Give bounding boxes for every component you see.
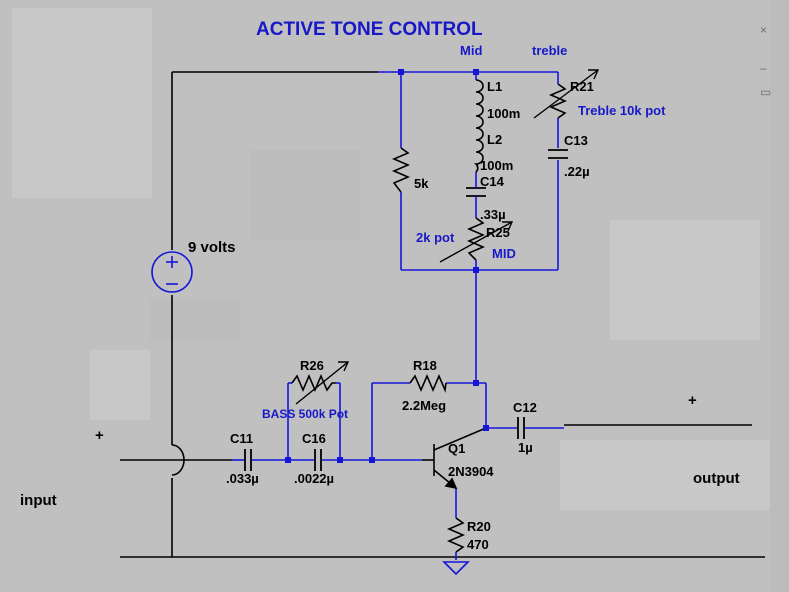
inductor-l2	[474, 127, 484, 173]
treble-pot-label: Treble 10k pot	[578, 103, 666, 118]
capacitor-c16	[314, 449, 322, 471]
close-icon[interactable]: ×	[760, 23, 768, 37]
junction-dots	[285, 69, 489, 463]
capacitor-c11	[244, 449, 252, 471]
l2-ref: L2	[487, 132, 503, 147]
bg-patch	[560, 440, 770, 510]
minimize-icon[interactable]: –	[760, 61, 767, 75]
c14-ref: C14	[480, 174, 504, 189]
ground-icon	[442, 561, 470, 576]
input-plus-label: +	[95, 427, 104, 444]
maximize-icon[interactable]: ▭	[760, 85, 772, 99]
c11-ref: C11	[230, 431, 254, 446]
pot-r26-arrow	[295, 361, 350, 405]
potentiometer-r26	[291, 373, 336, 393]
pot-r21-arrow	[533, 69, 600, 119]
r20-ref: R20	[467, 519, 491, 534]
c12-ref: C12	[513, 400, 537, 415]
bg-patch	[90, 350, 150, 420]
r25-ref: R25	[486, 225, 510, 240]
output-plus-label: +	[688, 392, 697, 409]
q1-value: 2N3904	[448, 464, 494, 479]
battery-9v	[151, 251, 193, 293]
l1-ref: L1	[487, 79, 503, 94]
r26-ref: R26	[300, 358, 324, 373]
potentiometer-r25	[466, 217, 486, 261]
r18-ref: R18	[413, 358, 437, 373]
pot-2k-label: 2k pot	[416, 230, 455, 245]
capacitor-c14	[466, 187, 486, 197]
mid-pot-label: MID	[492, 246, 516, 261]
output-label: output	[693, 470, 740, 487]
c13-value: .22µ	[564, 164, 590, 179]
treble-label: treble	[532, 43, 568, 58]
l1-value: 100m	[487, 106, 521, 121]
transistor-q1	[422, 427, 487, 490]
bg-patch	[610, 220, 760, 340]
c12-value: 1µ	[518, 440, 533, 455]
mid-label: Mid	[460, 43, 483, 58]
potentiometer-r21	[548, 83, 568, 119]
c11-value: .033µ	[226, 471, 259, 486]
black-wires	[120, 71, 765, 558]
inductor-l1	[475, 79, 484, 129]
resistor-r18	[409, 373, 447, 393]
bg-patch	[770, 0, 789, 592]
bg-patch	[250, 150, 360, 240]
r20-value: 470	[467, 537, 489, 552]
r18-value: 2.2Meg	[402, 398, 447, 413]
capacitor-c12	[517, 417, 525, 439]
r21-ref: R21	[570, 79, 594, 94]
input-label: input	[20, 492, 57, 509]
resistor-5k	[391, 147, 411, 193]
c16-ref: C16	[302, 431, 326, 446]
pot-r25-arrow	[439, 221, 514, 263]
q1-ref: Q1	[448, 441, 466, 456]
c13-ref: C13	[564, 133, 588, 148]
bg-patch	[12, 8, 152, 198]
blue-wires	[232, 71, 564, 560]
supply-label: 9 volts	[188, 239, 236, 256]
c16-value: .0022µ	[294, 471, 335, 486]
l2-value: 100m	[480, 158, 514, 173]
diagram-title: ACTIVE TONE CONTROL	[256, 19, 483, 40]
r-mid-value: 5k	[414, 176, 429, 191]
c14-value: .33µ	[480, 207, 506, 222]
resistor-r20	[446, 517, 466, 553]
capacitor-c13	[548, 149, 568, 159]
bass-pot-label: BASS 500k Pot	[262, 407, 349, 421]
bg-patch	[150, 300, 240, 340]
